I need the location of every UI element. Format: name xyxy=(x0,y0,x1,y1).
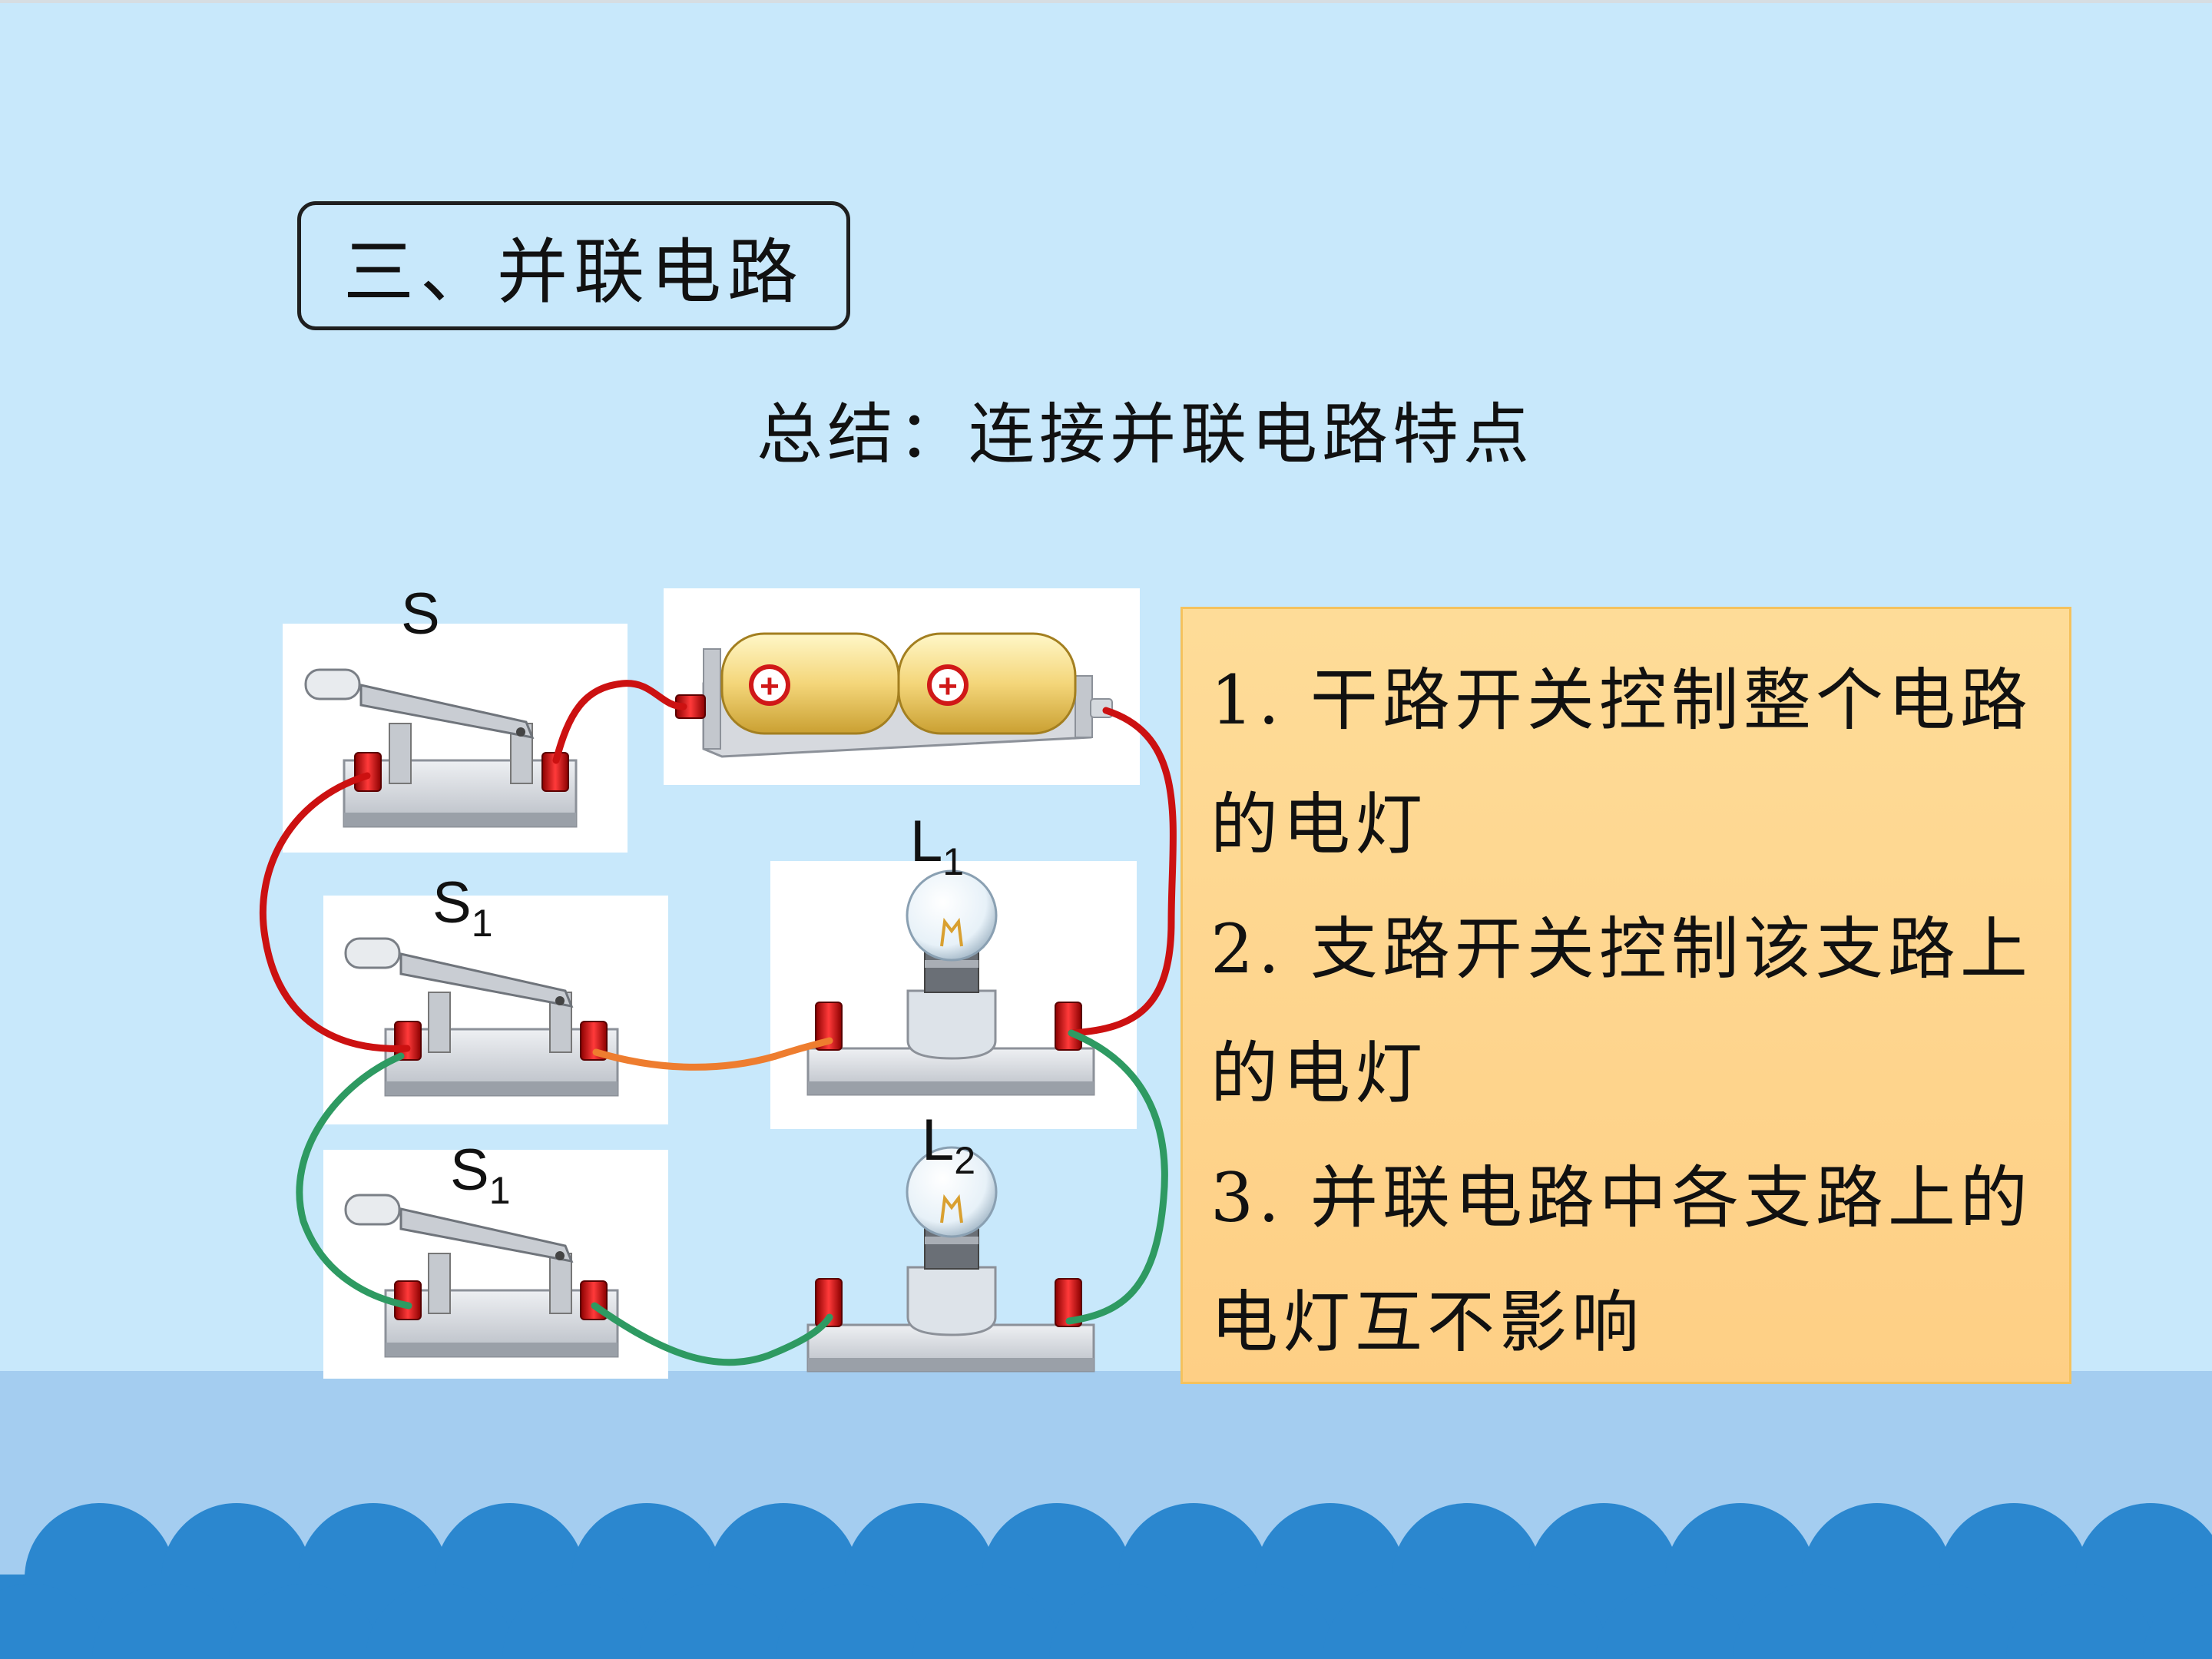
wire-switch-1-to-switch-2 xyxy=(296,1052,412,1310)
top-border xyxy=(0,0,2212,3)
main-switch-letter: S xyxy=(401,581,440,647)
battery-plus-2: + xyxy=(938,667,958,705)
switch-2-subscript: 1 xyxy=(488,1169,511,1212)
wave-scallop xyxy=(1323,1584,1473,1659)
wave-scallop xyxy=(1733,1584,1883,1659)
wave-scallop xyxy=(2143,1584,2212,1659)
wave-scallop xyxy=(2006,1584,2157,1659)
lamp-2-subscript: 2 xyxy=(954,1139,976,1182)
wire-switch-2-to-lamp-2 xyxy=(591,1302,833,1366)
lamp-1-label: L1 xyxy=(910,813,965,883)
point-2: 2. 支路开关控制该支路上的电灯 xyxy=(1210,909,2032,1113)
lamp-2 xyxy=(806,1146,1095,1373)
wave-scallop xyxy=(1049,1584,1200,1659)
lamp-2-letter: L xyxy=(922,1108,955,1173)
wire-lamp-1-to-lamp-2 xyxy=(1065,1029,1168,1325)
wave-scallop xyxy=(1186,1584,1336,1659)
summary-points-box: 1. 干路开关控制整个电路的电灯 2. 支路开关控制该支路上的电灯 3. 并联电… xyxy=(1181,607,2071,1384)
point-1: 1. 干路开关控制整个电路的电灯 xyxy=(1210,661,2032,864)
wave-scallop xyxy=(1459,1584,1610,1659)
switch-1-subscript: 1 xyxy=(471,902,493,945)
wave-scallop xyxy=(0,1584,106,1659)
main-switch xyxy=(304,668,578,828)
switch-1-letter: S xyxy=(432,870,472,935)
battery: + + xyxy=(675,632,1113,758)
switch-2-letter: S xyxy=(450,1137,489,1203)
summary-title: 总结：连接并联电路特点 xyxy=(757,396,1534,473)
wave-scallop xyxy=(1869,1584,2020,1659)
switch-1-label: S1 xyxy=(432,874,493,945)
wire-battery-to-lamp-1 xyxy=(1068,707,1177,1037)
point-3: 3. 并联电路中各支路上的电灯互不影响 xyxy=(1210,1158,2032,1362)
lamp-1-letter: L xyxy=(910,809,943,874)
wave-scallop xyxy=(502,1584,653,1659)
battery-plus-1: + xyxy=(760,667,780,705)
wave-scallop xyxy=(1596,1584,1747,1659)
wave-scallop xyxy=(366,1584,516,1659)
lamp-1 xyxy=(806,869,1095,1096)
section-title: 三、并联电路 xyxy=(343,230,804,313)
wave-decoration xyxy=(0,1503,2212,1659)
switch-2-label: S1 xyxy=(450,1141,511,1210)
lamp-1-subscript: 1 xyxy=(942,840,965,883)
wave-scallop xyxy=(92,1584,243,1659)
switch-2 xyxy=(344,1194,619,1358)
wire-main-switch-to-switch-1 xyxy=(259,772,411,1052)
wave-scallop xyxy=(912,1584,1063,1659)
wire-switch-1-to-lamp-1 xyxy=(592,1037,833,1071)
section-title-box: 三、并联电路 xyxy=(297,201,850,330)
switch-1 xyxy=(344,937,619,1097)
lamp-2-label: L2 xyxy=(922,1108,976,1182)
wire-switch-to-battery xyxy=(552,680,687,764)
main-switch-label: S xyxy=(401,585,440,644)
wave-scallop xyxy=(639,1584,790,1659)
wave-scallop xyxy=(229,1584,379,1659)
wave-scallop xyxy=(776,1584,926,1659)
